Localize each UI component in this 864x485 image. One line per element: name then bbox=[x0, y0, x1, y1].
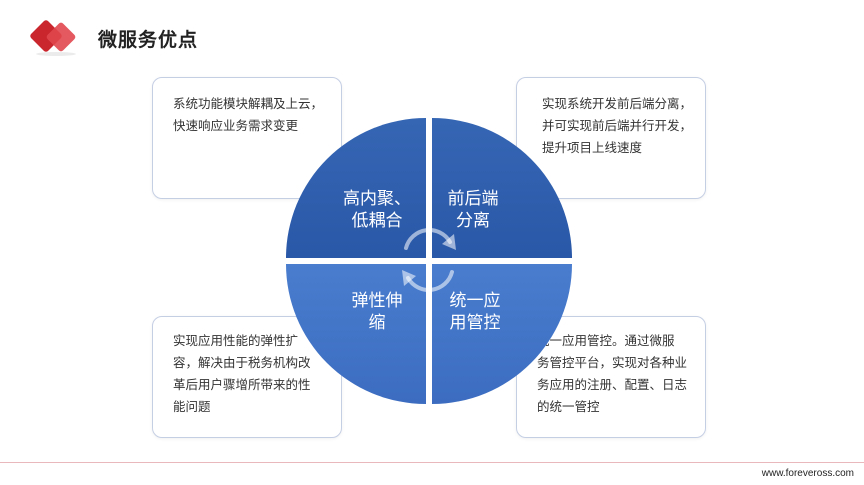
quadrant-label-cohesion: 高内聚、 低耦合 bbox=[343, 189, 411, 231]
callout-text-elastic-scaling: 实现应用性能的弹性扩 容，解决由于税务机构改 革后用户骤增所带来的性 能问题 bbox=[173, 333, 311, 414]
quadrant-label-elastic: 弹性伸 缩 bbox=[351, 291, 403, 333]
page-title: 微服务优点 bbox=[98, 29, 199, 51]
callout-text-frontend-backend: 实现系统开发前后端分离， 并可实现前后端并行开发， 提升项目上线速度 bbox=[542, 96, 693, 155]
quadrant-bottom-right bbox=[432, 264, 572, 404]
callout-box-frontend-backend: 实现系统开发前后端分离， 并可实现前后端并行开发， 提升项目上线速度 bbox=[516, 77, 706, 199]
cycle-arrows-icon bbox=[404, 228, 454, 292]
footer-url: www.foreveross.com bbox=[761, 468, 854, 479]
quadrant-label-frontend-backend: 前后端 分离 bbox=[447, 189, 499, 231]
callout-box-decoupling: 系统功能模块解耦及上云， 快速响应业务需求变更 bbox=[152, 77, 342, 199]
callout-text-unified-control: 统一应用管控。通过微服 务管控平台，实现对各种业 务应用的注册、配置、日志 的统… bbox=[537, 333, 688, 414]
footer-divider bbox=[0, 462, 864, 463]
quadrant-bottom-left bbox=[286, 264, 426, 404]
callout-box-elastic-scaling: 实现应用性能的弹性扩 容，解决由于税务机构改 革后用户骤增所带来的性 能问题 bbox=[152, 316, 342, 438]
brand-logo-icon bbox=[30, 20, 76, 56]
quadrant-top-right bbox=[432, 118, 572, 258]
quadrant-diagram bbox=[286, 118, 572, 404]
callout-text-decoupling: 系统功能模块解耦及上云， 快速响应业务需求变更 bbox=[173, 96, 324, 133]
quadrant-label-unified: 统一应 用管控 bbox=[449, 291, 501, 333]
quadrant-top-left bbox=[286, 118, 426, 258]
